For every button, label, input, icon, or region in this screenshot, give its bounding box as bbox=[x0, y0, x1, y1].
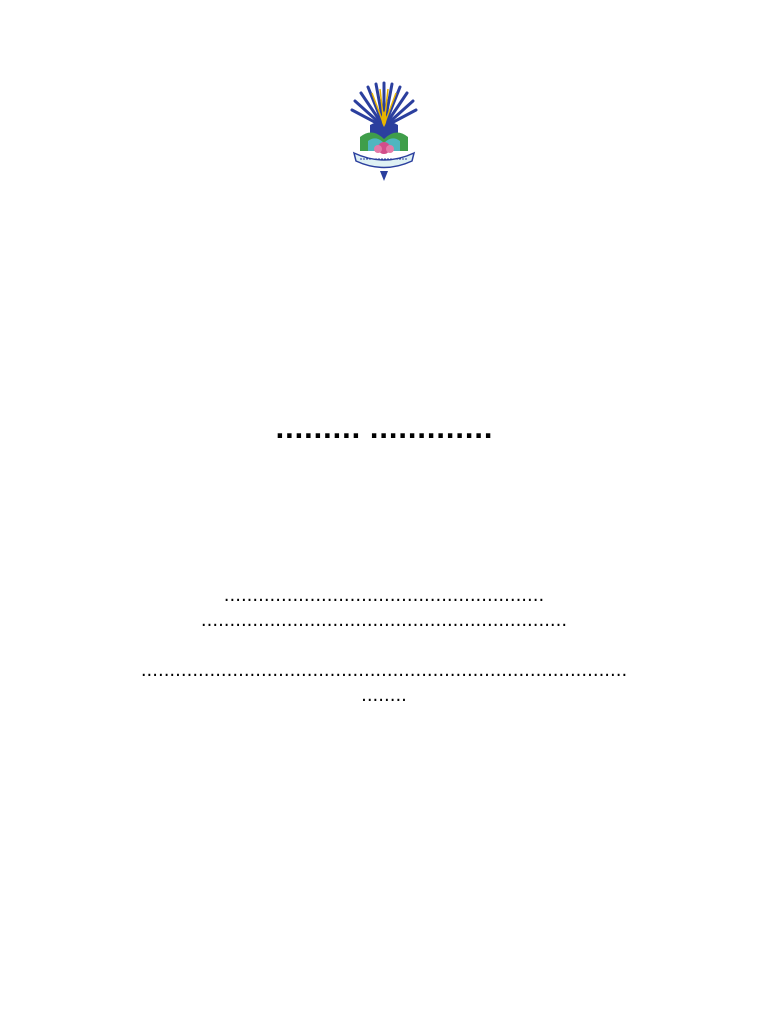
name-blank-line: ........................................… bbox=[223, 585, 545, 606]
school-blank-line-continued: ........ bbox=[361, 685, 407, 706]
position-blank-line: ........................................… bbox=[200, 610, 568, 631]
school-crest-icon bbox=[348, 75, 420, 185]
school-blank-line: ........................................… bbox=[140, 660, 628, 681]
class-info-line: ......... ............. bbox=[275, 415, 493, 444]
